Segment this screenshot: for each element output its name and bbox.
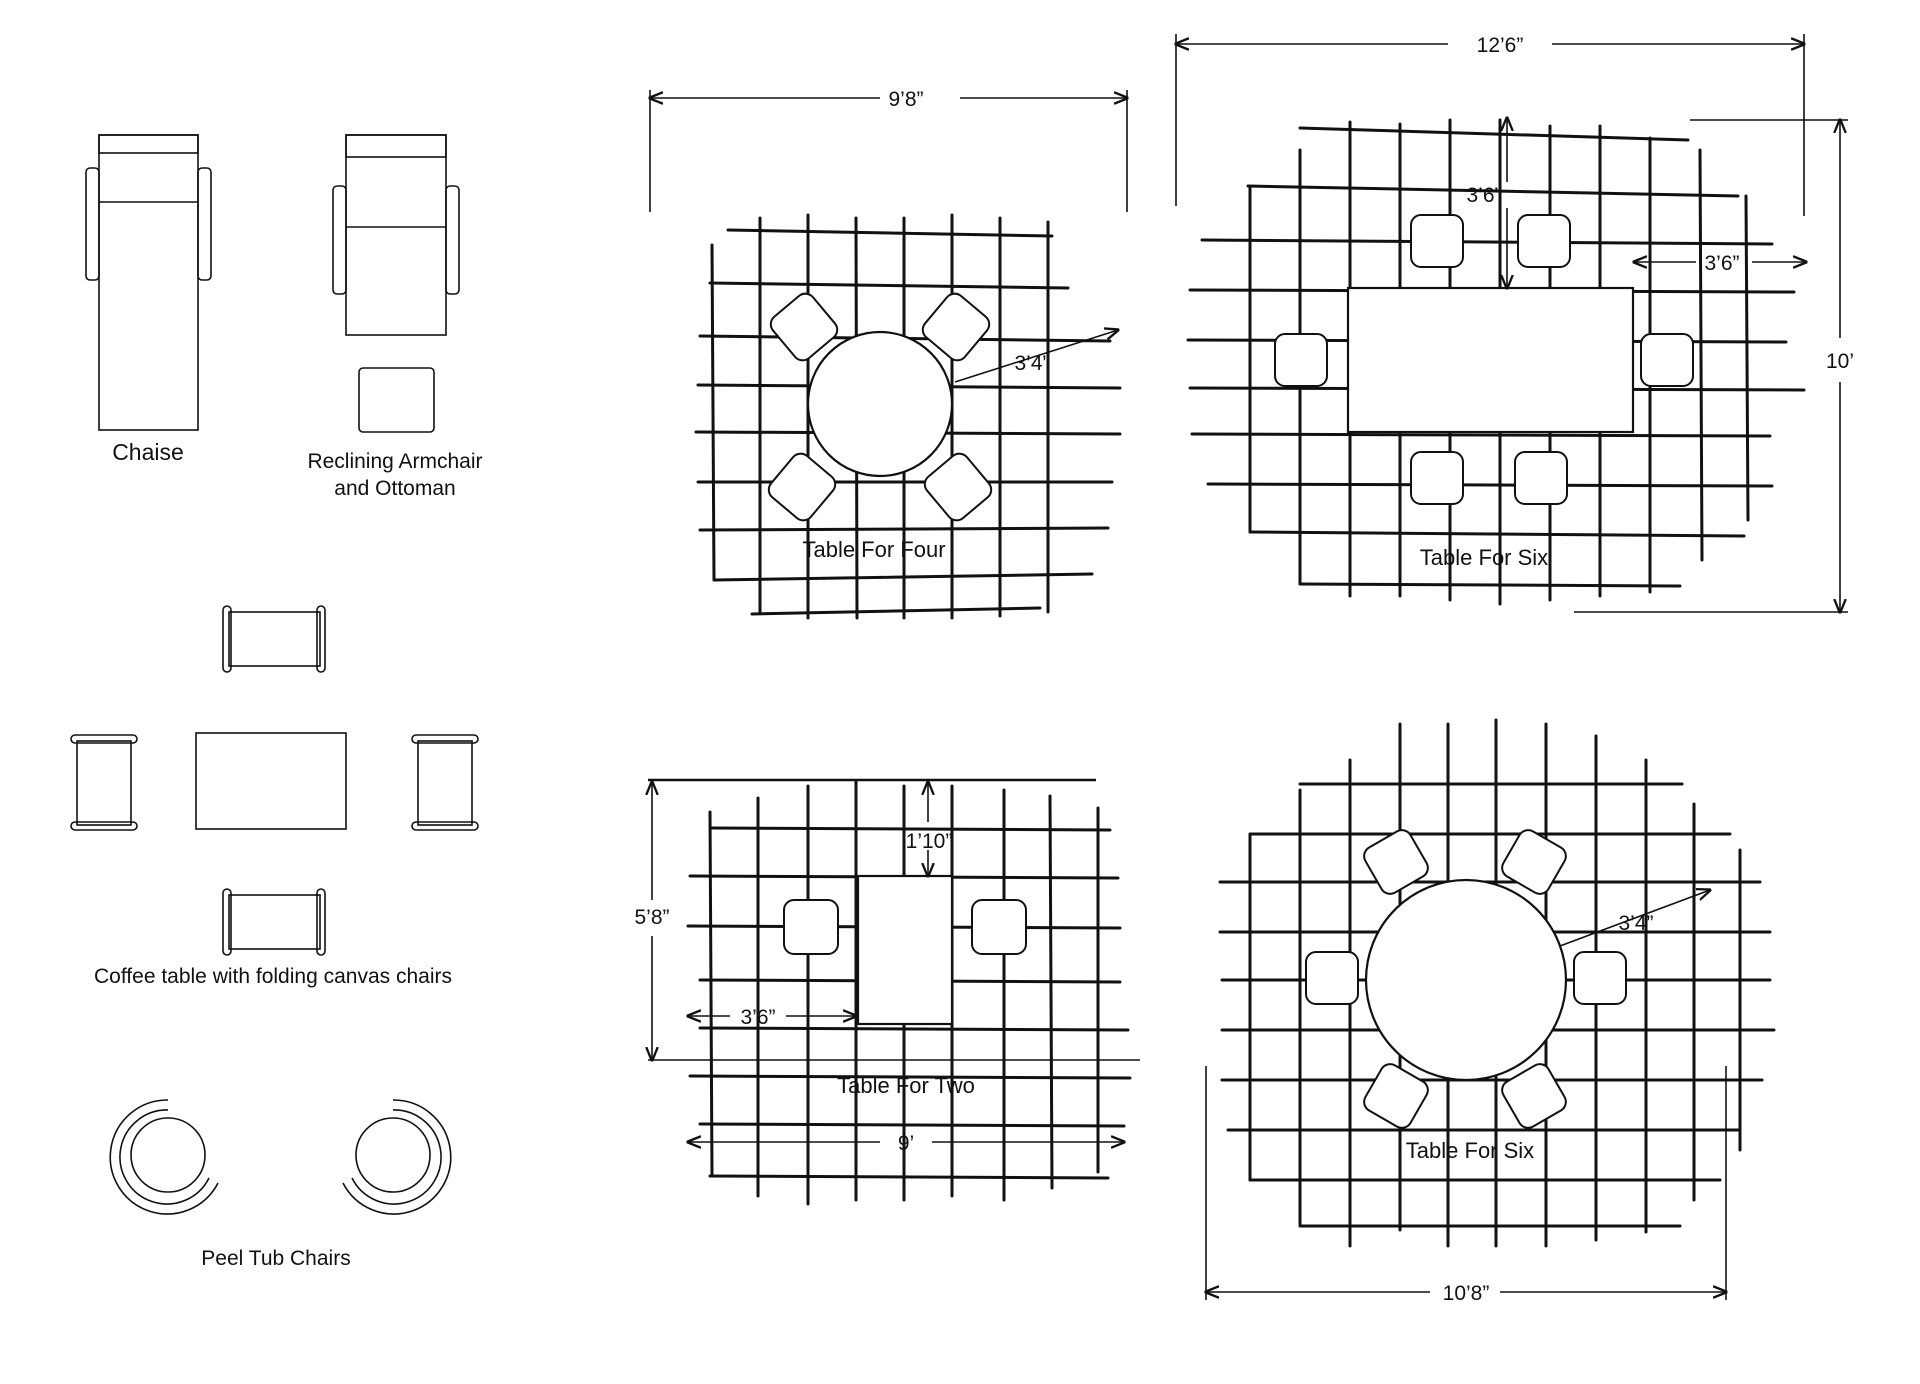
chair-six-rect-bottom-right: [1514, 451, 1568, 505]
table-six-rect-label: Table For Six: [1420, 545, 1548, 570]
chair-six-rect-top-left: [1410, 214, 1464, 268]
table-six-round-label: Table For Six: [1406, 1138, 1534, 1163]
chair-six-rect-right: [1640, 333, 1694, 387]
square-table-two: [856, 874, 954, 1026]
chair-six-round-se: [1501, 1063, 1567, 1129]
peel-tub-chair-left: [109, 1099, 219, 1215]
dimension-two-top: 1’10”: [906, 782, 953, 876]
folding-chair-left: [70, 734, 138, 831]
dimension-four-width: 9’8”: [650, 88, 1127, 212]
chaise-drawing: [85, 134, 212, 431]
table-four-label: Table For Four: [802, 537, 945, 562]
table-six-rect-furniture: [1274, 214, 1694, 505]
folding-chair-top: [222, 605, 326, 673]
coffee-table-label: Coffee table with folding canvas chairs: [94, 965, 452, 988]
chair-four-ne: [921, 292, 991, 362]
round-table-six: [1364, 878, 1568, 1082]
chair-six-round-nw: [1363, 829, 1429, 895]
chair-two-right: [971, 899, 1027, 955]
svg-text:3’4”: 3’4”: [1618, 912, 1653, 935]
svg-text:3’4”: 3’4”: [1014, 352, 1049, 375]
dimension-six-rect-top: 3’6”: [1466, 118, 1507, 288]
svg-text:9’8”: 9’8”: [888, 88, 923, 111]
chair-six-round-e: [1573, 951, 1627, 1005]
chair-six-round-w: [1305, 951, 1359, 1005]
ottoman-drawing: [358, 367, 435, 433]
svg-text:10’: 10’: [1826, 350, 1854, 373]
table-two-label: Table For Two: [837, 1073, 975, 1098]
table-four-furniture: [767, 292, 993, 522]
dimension-six-round-width: 10’8”: [1206, 1066, 1726, 1305]
svg-text:3’6”: 3’6”: [740, 1006, 775, 1029]
dimension-six-round-clearance: 3’4”: [1559, 890, 1710, 947]
peel-tub-chairs-label: Peel Tub Chairs: [201, 1247, 350, 1270]
peel-tub-chair-right: [342, 1099, 452, 1215]
grid-table-four: [694, 213, 1122, 620]
dimension-two-width: 9’: [688, 1132, 1124, 1155]
table-six-round-furniture: [1305, 829, 1627, 1129]
svg-text:3’6”: 3’6”: [1704, 252, 1739, 275]
coffee-table-group-drawing: [70, 605, 479, 956]
chair-four-nw: [769, 292, 839, 362]
chair-two-left: [783, 899, 839, 955]
grid-table-two: [686, 780, 1132, 1206]
chair-six-rect-bottom-left: [1410, 451, 1464, 505]
round-table-four: [806, 330, 954, 478]
chair-four-se: [923, 452, 993, 522]
svg-text:1’10”: 1’10”: [906, 830, 953, 853]
chair-six-rect-left: [1274, 333, 1328, 387]
reclining-armchair-drawing: [332, 134, 460, 336]
reclining-armchair-label-line1: Reclining Armchair: [307, 450, 482, 473]
dimension-two-height: 5’8”: [634, 782, 670, 1060]
reclining-armchair-label-line2: and Ottoman: [334, 477, 455, 500]
svg-text:3’6”: 3’6”: [1466, 184, 1501, 207]
dimension-two-side: 3’6”: [688, 1006, 856, 1029]
svg-text:12’6”: 12’6”: [1477, 34, 1524, 57]
chair-six-round-ne: [1501, 829, 1567, 895]
dimension-six-rect-side: 3’6”: [1634, 252, 1806, 275]
chair-six-rect-top-right: [1517, 214, 1571, 268]
svg-text:9’: 9’: [898, 1132, 914, 1155]
folding-chair-right: [411, 734, 479, 831]
dimension-six-rect-height: 10’: [1574, 120, 1854, 612]
chair-four-sw: [767, 452, 837, 522]
rect-table-six: [1346, 286, 1635, 434]
dimension-six-rect-width: 12’6”: [1176, 34, 1804, 216]
dimension-four-clearance: 3’4”: [954, 330, 1118, 383]
chaise-label: Chaise: [112, 439, 184, 465]
svg-text:5’8”: 5’8”: [634, 906, 669, 929]
table-two-furniture: [783, 874, 1027, 1026]
coffee-table: [195, 732, 347, 830]
svg-text:10’8”: 10’8”: [1443, 1282, 1490, 1305]
chair-six-round-sw: [1363, 1063, 1429, 1129]
folding-chair-bottom: [222, 888, 326, 956]
